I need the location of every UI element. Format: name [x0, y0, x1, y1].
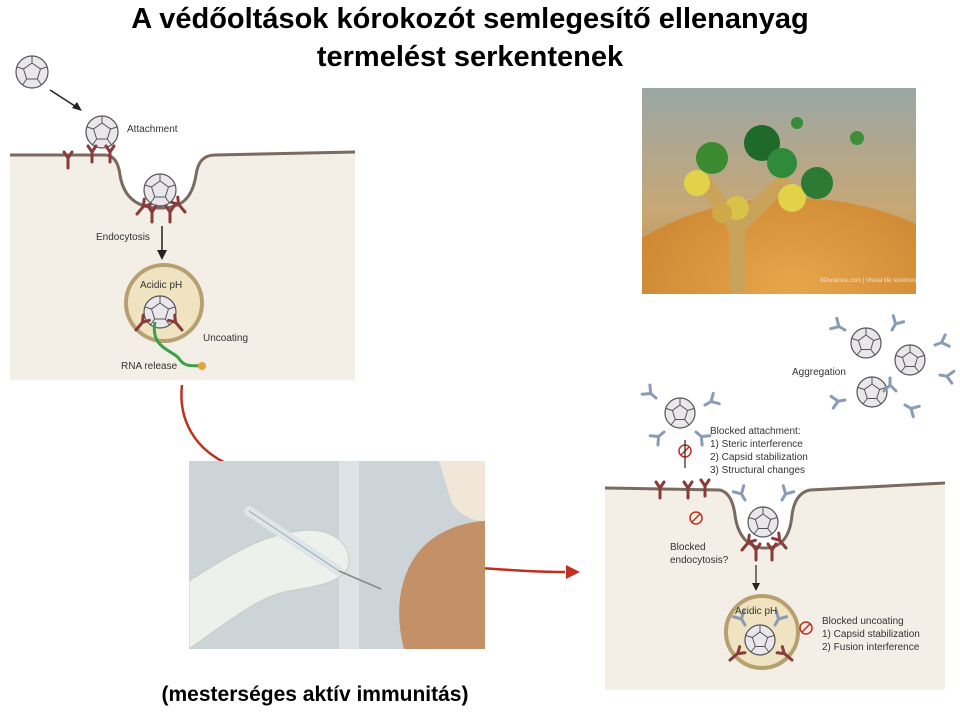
acidic-ph-label: Acidic pH	[140, 280, 182, 291]
flow-arrows	[180, 384, 580, 579]
uncoating-label: Uncoating	[203, 333, 248, 344]
cell-membrane-right	[604, 481, 946, 550]
arrow-left-curve	[180, 384, 231, 467]
blocked-uncoating-label: Blocked uncoating	[822, 616, 904, 627]
cell-body-right	[605, 483, 945, 690]
title-line-1: A védőoltások kórokozót semlegesítő elle…	[131, 3, 809, 35]
blocked-attachment-label: Blocked attachment:	[710, 426, 801, 437]
attached-virion	[85, 115, 119, 149]
virus-entry-diagram: Attachment Endocytosis Acidic pH Uncoati…	[10, 55, 356, 380]
steric-label: 1) Steric interference	[710, 439, 803, 450]
cell-body	[10, 152, 355, 380]
acidic-ph-label-right: Acidic pH	[735, 606, 777, 617]
cell-membrane	[10, 150, 356, 210]
capsid-stabilization-label: 2) Capsid stabilization	[710, 452, 808, 463]
title-line-2: termelést serkentenek	[316, 41, 624, 73]
aggregation-label: Aggregation	[792, 367, 846, 378]
free-virion	[15, 55, 49, 89]
endosome-virion	[143, 295, 177, 329]
attachment-label: Attachment	[127, 124, 178, 135]
photo-credit: 3Dscience.com | Visual life sciences	[820, 278, 917, 284]
svg-text:endocytosis?: endocytosis?	[670, 555, 729, 566]
pit-virion-right	[747, 506, 779, 538]
fusion-interference-label: 2) Fusion interference	[822, 642, 920, 653]
structural-changes-label: 3) Structural changes	[710, 465, 805, 476]
syringe	[244, 506, 382, 590]
caption: (mesterséges aktív immunitás)	[161, 683, 469, 706]
rna-release-label: RNA release	[121, 361, 178, 372]
antibody-illustration	[642, 88, 916, 294]
patient-shoulder	[399, 521, 485, 649]
capsid-stabilization-uncoating-label: 1) Capsid stabilization	[822, 629, 920, 640]
aggregation-cluster	[829, 314, 956, 419]
neutralization-diagram: Aggregation Blocked attachment: 1) Steri…	[604, 314, 956, 690]
gloved-hand	[189, 529, 350, 649]
endocytosis-label: Endocytosis	[96, 232, 150, 243]
rna-strand	[152, 321, 201, 368]
slide-title: A védőoltások kórokozót semlegesítő elle…	[0, 0, 940, 76]
arrow-to-right	[479, 566, 566, 574]
coated-virion	[664, 397, 696, 429]
blocked-endocytosis-label: Blocked	[670, 542, 706, 553]
endosome-virion-right	[744, 624, 776, 656]
vaccination-photo	[189, 461, 485, 649]
antibody-molecule	[684, 125, 833, 294]
